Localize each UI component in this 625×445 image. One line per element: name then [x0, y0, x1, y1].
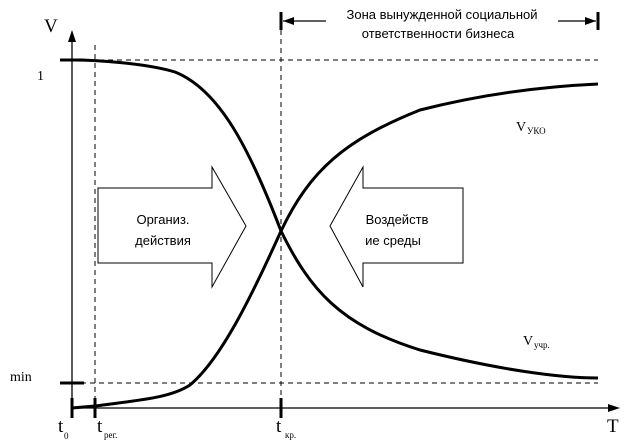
zone-right-arrowhead [585, 17, 596, 25]
tkr-label: t [276, 416, 282, 437]
y-tick-label-one: 1 [37, 69, 44, 84]
t0-label: t [58, 416, 64, 437]
x-axis-arrowhead [608, 404, 620, 412]
organiz-actions-arrow [97, 165, 247, 289]
treg-label: t [97, 416, 103, 437]
zone-label-line2: ответственности бизнеса [362, 26, 515, 41]
v-uko-label: V [516, 120, 526, 135]
treg-subscript: рег. [104, 430, 117, 440]
v-uchr-label: V [523, 334, 533, 349]
t0-subscript: 0 [64, 431, 69, 441]
y-axis-arrowhead [68, 30, 76, 42]
tkr-subscript: кр. [285, 430, 296, 440]
right-arrow-label-line2: ие среды [365, 233, 421, 248]
y-tick-label-min: min [10, 370, 32, 385]
environment-impact-arrow [329, 165, 464, 288]
right-arrow-label-line1: Воздейств [366, 212, 429, 227]
v-uko-curve [71, 82, 599, 410]
x-axis-label: T [607, 416, 619, 437]
y-axis-label: V [44, 16, 58, 37]
zone-left-arrowhead [283, 17, 294, 25]
left-arrow-label-line1: Организ. [136, 212, 189, 227]
left-arrow-label-line2: действия [135, 233, 191, 248]
v-uko-subscript: УКО [527, 126, 546, 136]
zone-label-line1: Зона вынужденной социальной [347, 7, 538, 22]
v-uchr-subscript: учр. [534, 340, 550, 350]
